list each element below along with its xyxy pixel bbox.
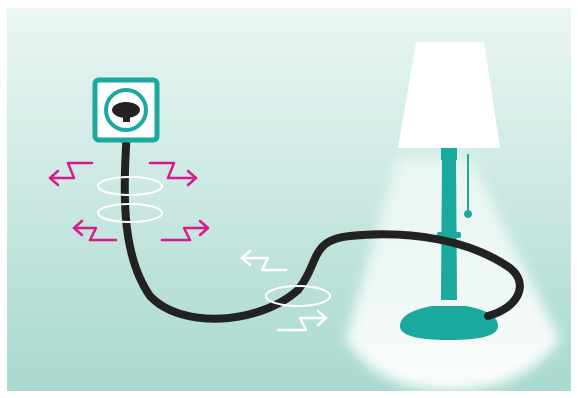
- zigzag-double-arrow-icon: [148, 161, 198, 187]
- field-rings-outlet: [97, 176, 163, 223]
- zigzag-double-arrow-icon: [240, 249, 288, 272]
- pull-cord-knob: [464, 210, 472, 218]
- lamp-neck: [441, 148, 457, 160]
- table-lamp-icon: [398, 42, 500, 340]
- zigzag-double-arrow-icon: [276, 309, 328, 332]
- wall-outlet-icon: [92, 77, 160, 143]
- zigzag-double-arrow-icon: [48, 161, 94, 187]
- zigzag-double-arrow-icon: [160, 219, 210, 242]
- power-cable: [120, 108, 524, 323]
- zigzag-double-arrow-icon: [72, 219, 118, 242]
- lamp-stem: [441, 158, 457, 300]
- field-ring: [97, 203, 163, 223]
- plug-neck: [123, 112, 130, 122]
- lamp-base: [400, 306, 498, 340]
- field-ring-middle: [265, 285, 331, 307]
- plug-head: [112, 102, 140, 118]
- strong-field-arrows: [48, 161, 210, 242]
- field-ring: [97, 176, 163, 196]
- weak-field-arrows: [240, 249, 328, 332]
- lamp-shade: [398, 42, 500, 148]
- plug-icon: [112, 102, 140, 122]
